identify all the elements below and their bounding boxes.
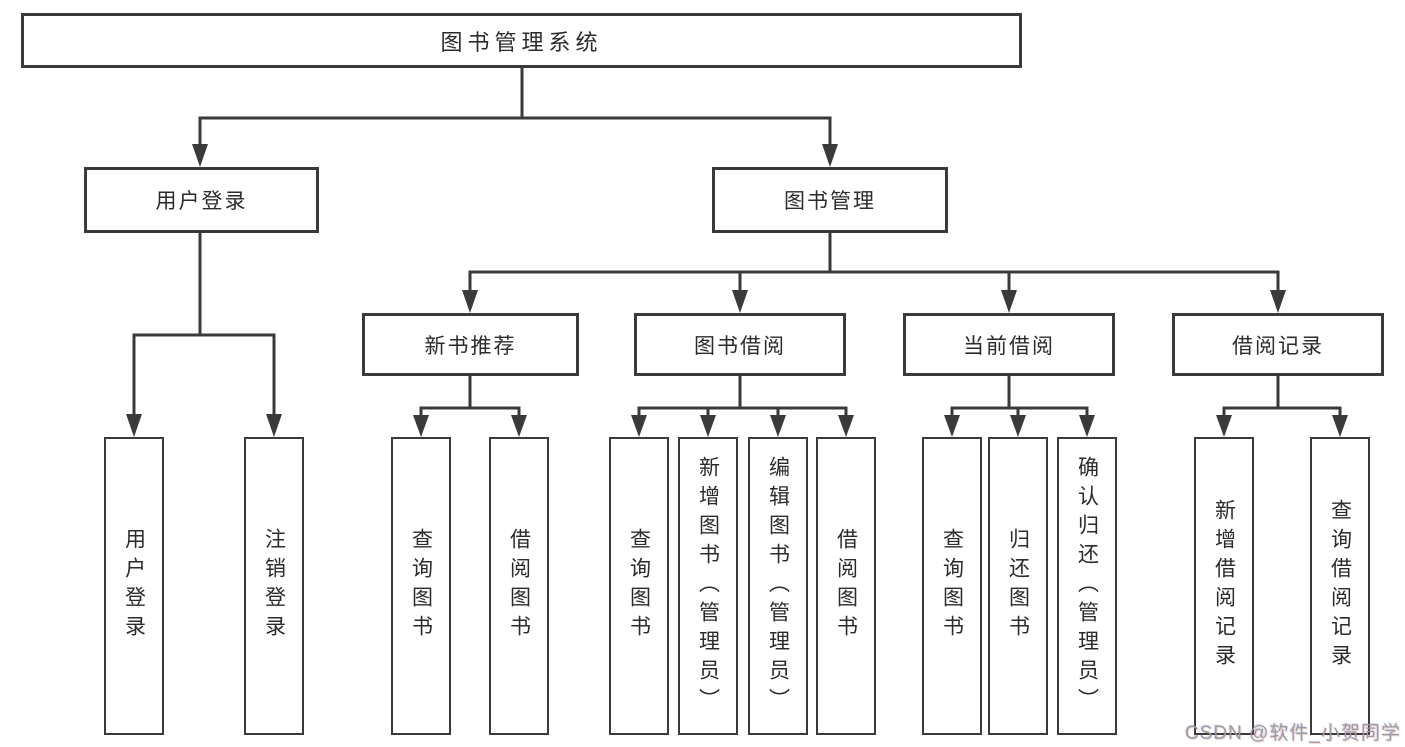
- leaf-bb-add-books-admin-label: 新增图书（管理员）: [696, 455, 720, 717]
- leaf-bb-borrow-books-label: 借阅图书: [834, 528, 858, 644]
- node-new-book-recommend-label: 新书推荐: [424, 334, 517, 358]
- leaf-cb-query-books-label: 查询图书: [940, 528, 964, 644]
- node-new-book-recommend: 新书推荐: [362, 313, 579, 376]
- leaf-rec-borrow-books: 借阅图书: [489, 437, 549, 735]
- leaf-cb-confirm-return-admin: 确认归还（管理员）: [1057, 437, 1117, 735]
- node-current-borrow: 当前借阅: [903, 313, 1115, 376]
- node-book-management-label: 图书管理: [784, 190, 876, 213]
- leaf-br-query-record-label: 查询借阅记录: [1328, 499, 1352, 673]
- leaf-rec-query-books: 查询图书: [391, 437, 451, 735]
- leaf-rec-query-books-label: 查询图书: [409, 528, 433, 644]
- node-current-borrow-label: 当前借阅: [963, 334, 1055, 358]
- leaf-user-login-label: 用户登录: [122, 528, 146, 644]
- node-user-login-label: 用户登录: [155, 190, 248, 213]
- leaf-br-add-record: 新增借阅记录: [1194, 437, 1254, 735]
- arrowheads: [126, 144, 1348, 437]
- leaf-bb-edit-books-admin-label: 编辑图书（管理员）: [766, 455, 790, 717]
- node-borrow-records-label: 借阅记录: [1232, 334, 1324, 358]
- leaf-logout: 注销登录: [244, 437, 304, 735]
- leaf-cb-return-books: 归还图书: [988, 437, 1048, 735]
- leaf-cb-return-books-label: 归还图书: [1006, 528, 1030, 644]
- node-root-system: 图书管理系统: [21, 13, 1022, 68]
- node-book-management: 图书管理: [712, 167, 948, 233]
- node-user-login: 用户登录: [84, 167, 319, 233]
- node-root-label: 图书管理系统: [440, 29, 603, 55]
- node-book-borrow: 图书借阅: [634, 313, 846, 376]
- leaf-br-query-record: 查询借阅记录: [1310, 437, 1370, 735]
- leaf-logout-label: 注销登录: [262, 528, 286, 644]
- leaf-bb-borrow-books: 借阅图书: [816, 437, 876, 735]
- leaf-rec-borrow-books-label: 借阅图书: [507, 528, 531, 644]
- leaf-bb-query-books: 查询图书: [609, 437, 669, 735]
- leaf-user-login: 用户登录: [104, 437, 164, 735]
- node-borrow-records: 借阅记录: [1172, 313, 1384, 376]
- leaf-br-add-record-label: 新增借阅记录: [1212, 499, 1236, 673]
- leaf-bb-query-books-label: 查询图书: [627, 528, 651, 644]
- leaf-bb-add-books-admin: 新增图书（管理员）: [678, 437, 738, 735]
- csdn-watermark: CSDN @软件_小贺同学: [1185, 723, 1401, 744]
- leaf-cb-confirm-return-admin-label: 确认归还（管理员）: [1075, 455, 1099, 717]
- leaf-cb-query-books: 查询图书: [922, 437, 982, 735]
- node-book-borrow-label: 图书借阅: [694, 334, 786, 358]
- leaf-bb-edit-books-admin: 编辑图书（管理员）: [748, 437, 808, 735]
